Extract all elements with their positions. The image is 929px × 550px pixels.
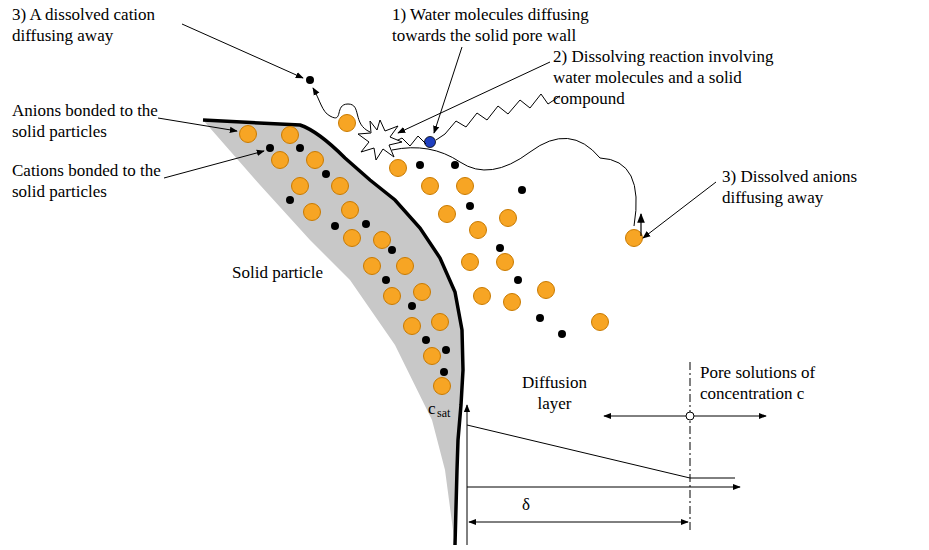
dimension-symbol: δ [522, 494, 530, 515]
cation [296, 144, 304, 152]
cation [331, 222, 339, 230]
anion [344, 230, 361, 247]
concentration-profile [467, 425, 735, 478]
anion [434, 378, 451, 395]
anion [292, 178, 309, 195]
cation [416, 161, 424, 169]
part-label: Solid particle [232, 262, 323, 283]
cation [518, 186, 526, 194]
anion [240, 126, 257, 143]
cation [408, 302, 416, 310]
leader-arrow [164, 151, 264, 178]
cation [496, 244, 504, 252]
anion [422, 178, 439, 195]
thickness-dimension [469, 522, 688, 523]
anion [497, 254, 514, 271]
anion [342, 202, 359, 219]
anion [538, 282, 555, 299]
anion [272, 152, 289, 169]
water-trajectory [436, 94, 560, 140]
axis-subscript: sat [437, 407, 450, 419]
cation [266, 144, 274, 152]
cation [558, 330, 566, 338]
callout-text: Anions bonded to the solid particles [12, 100, 172, 142]
concentration-axis [467, 405, 468, 545]
reaction-burst [358, 120, 402, 160]
cation [322, 170, 330, 178]
anion [339, 115, 356, 132]
anion [504, 294, 521, 311]
callout-text: 1) Water molecules diffusing towards the… [392, 4, 607, 46]
region-label: Pore solutions of concentration c [700, 362, 840, 404]
cation-trajectory [313, 88, 370, 132]
anion [626, 230, 643, 247]
anion [332, 178, 349, 195]
leader-arrow [643, 182, 716, 238]
anion [470, 222, 487, 239]
cation [286, 196, 294, 204]
leader-arrow [398, 62, 550, 133]
anion [414, 284, 431, 301]
boundary-point [686, 412, 694, 420]
anion [432, 314, 449, 331]
anion-trajectory [392, 138, 636, 226]
direction-arrow [604, 416, 686, 417]
leader-arrow [158, 118, 237, 131]
anion [404, 318, 421, 335]
cation [382, 276, 390, 284]
cation [440, 368, 448, 376]
distance-axis [467, 487, 740, 488]
anion [457, 178, 474, 195]
anion-direction-arrow [640, 214, 641, 236]
anion [282, 127, 299, 144]
cation [422, 336, 430, 344]
cation [362, 220, 370, 228]
anion [384, 288, 401, 305]
anion [374, 232, 391, 249]
anion [390, 160, 407, 177]
axis-symbol: c [428, 398, 436, 419]
region-label: Diffusion layer [512, 372, 597, 414]
callout-text: Cations bonded to the solid particles [12, 160, 177, 202]
anion [462, 254, 479, 271]
cation [306, 76, 314, 84]
anion [307, 152, 324, 169]
anion [397, 258, 414, 275]
cation [536, 314, 544, 322]
callout-text: 3) A dissolved cation diffusing away [12, 4, 202, 46]
anion [439, 206, 456, 223]
pore-wall [203, 120, 463, 545]
cation [451, 161, 459, 169]
anion [424, 348, 441, 365]
leader-arrow [182, 24, 303, 78]
cation [466, 202, 474, 210]
cation [388, 246, 396, 254]
anion [474, 288, 491, 305]
solid-particle [203, 120, 463, 545]
callout-text: 2) Dissolving reaction involving water m… [553, 46, 803, 109]
direction-arrow [694, 416, 766, 417]
callout-text: 3) Dissolved anions diffusing away [722, 166, 872, 208]
anion [304, 204, 321, 221]
anion [500, 210, 517, 227]
anion [592, 314, 609, 331]
layer-boundary [690, 362, 691, 530]
leader-arrow [434, 47, 462, 133]
anion [364, 258, 381, 275]
cation [442, 346, 450, 354]
water-molecule [425, 137, 436, 148]
cation [514, 276, 522, 284]
